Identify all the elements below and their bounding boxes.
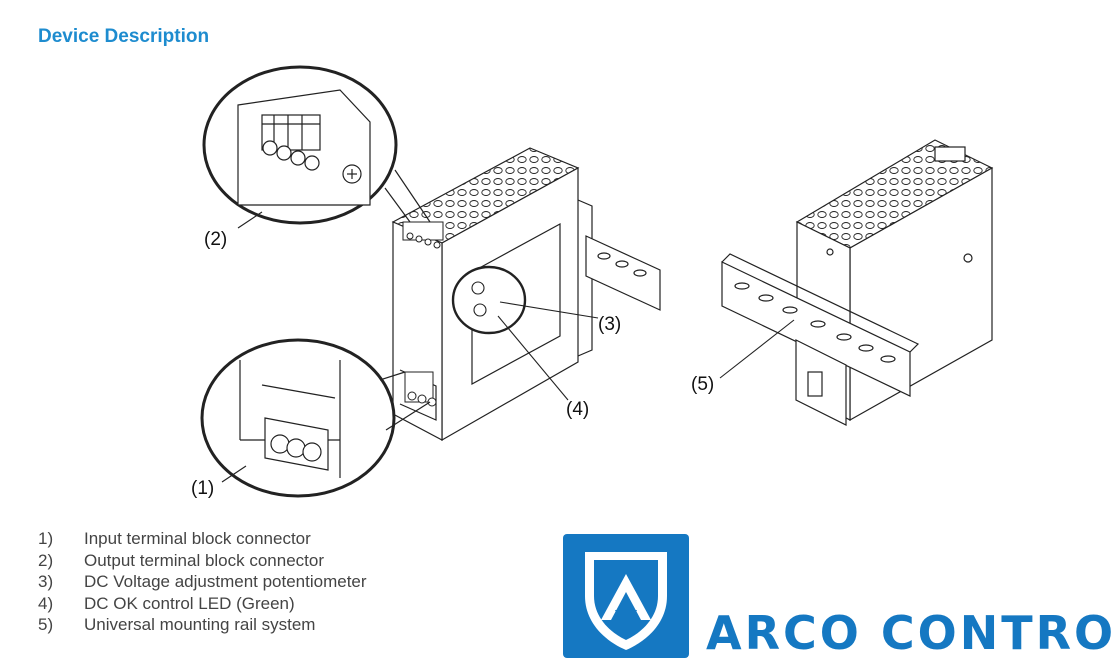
brand-name: ARCO CONTROL <box>706 606 1118 660</box>
arco-control-logo <box>563 534 689 658</box>
legend-item: 4) DC OK control LED (Green) <box>38 593 367 615</box>
legend-list: 1) Input terminal block connector 2) Outpu… <box>38 528 367 636</box>
front-din-rail <box>585 235 661 311</box>
legend-text: DC OK control LED (Green) <box>84 593 295 613</box>
legend-item: 5) Universal mounting rail system <box>38 614 367 636</box>
input-terminal-small <box>404 371 437 407</box>
callout-3: (3) <box>598 314 621 335</box>
legend-text: Output terminal block connector <box>84 550 325 570</box>
legend-number: 3) <box>38 572 54 591</box>
zoom-output-terminal <box>202 65 431 225</box>
page-title: Device Description <box>38 26 210 47</box>
legend-number: 1) <box>38 529 54 548</box>
callout-2: (2) <box>204 229 227 250</box>
front-device-front <box>392 221 443 441</box>
output-terminal-small <box>402 221 444 249</box>
legend-number: 4) <box>38 593 54 613</box>
logo-triangle-icon <box>601 574 651 620</box>
device-diagram: (2) (1) (3) (4) (5) <box>191 65 994 499</box>
legend-number: 2) <box>38 550 54 570</box>
legend-item: 1) Input terminal block connector <box>38 528 367 550</box>
callout-5: (5) <box>691 374 714 395</box>
rear-din-rail <box>721 253 920 426</box>
legend-text: Input terminal block connector <box>84 529 311 548</box>
zoom-input-terminal <box>200 338 431 498</box>
leader-lines <box>221 211 795 483</box>
pot-led-highlight <box>451 265 527 335</box>
legend-text: Universal mounting rail system <box>84 615 316 634</box>
callout-4: (4) <box>566 399 589 420</box>
legend-item: 2) Output terminal block connector <box>38 550 367 572</box>
legend-number: 5) <box>38 615 54 634</box>
callout-1: (1) <box>191 478 214 499</box>
legend-item: 3) DC Voltage adjustment potentiometer <box>38 571 367 593</box>
legend-text: DC Voltage adjustment potentiometer <box>84 572 367 591</box>
